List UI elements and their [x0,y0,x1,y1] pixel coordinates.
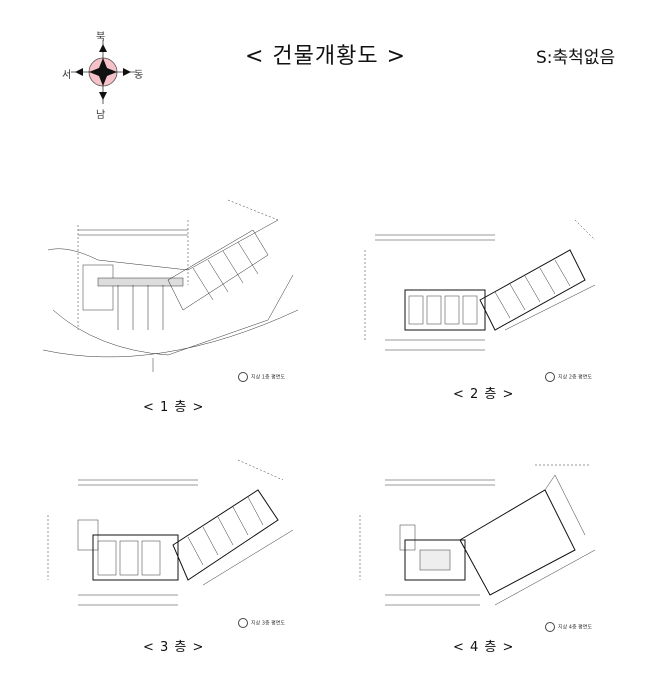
floor-4-stamp: 지상 4층 평면도 [545,622,592,632]
floor-1-stamp: 지상 1층 평면도 [238,372,285,382]
floor-4-caption: < 4 층 > [453,640,515,655]
floor-4-stamp-label: 지상 4층 평면도 [558,624,592,631]
compass-south-label: 남 [96,110,106,121]
floor-1-caption: < 1 층 > [143,400,205,415]
page-title: < 건물개황도 > [245,44,407,69]
floor-plan-1 [38,190,308,380]
compass-west-label: 서 [62,70,72,81]
floor-3-stamp: 지상 3층 평면도 [238,618,285,628]
floor-plan-2-drawing [364,219,596,351]
compass-east-label: 동 [134,70,144,81]
floor-2-stamp: 지상 2층 평면도 [545,372,592,382]
floor-plan-3-drawing [47,459,294,606]
floor-3-caption: < 3 층 > [143,640,205,655]
floor-1-stamp-label: 지상 1층 평면도 [251,374,285,381]
floor-plan-3 [38,455,308,620]
floor-2-caption: < 2 층 > [453,387,515,402]
compass-icon [71,40,135,104]
compass-north-label: 북 [96,32,106,43]
compass-rose: 북 남 동 서 [58,30,148,121]
floor-plan-1-drawing [42,199,299,372]
floor-2-stamp-label: 지상 2층 평면도 [558,374,592,381]
scale-note: S:축척없음 [536,48,616,68]
floor-plan-4 [345,455,615,620]
floor-plan-2 [345,210,615,370]
floor-plan-4-drawing [359,464,596,606]
floor-3-stamp-label: 지상 3층 평면도 [251,620,285,627]
